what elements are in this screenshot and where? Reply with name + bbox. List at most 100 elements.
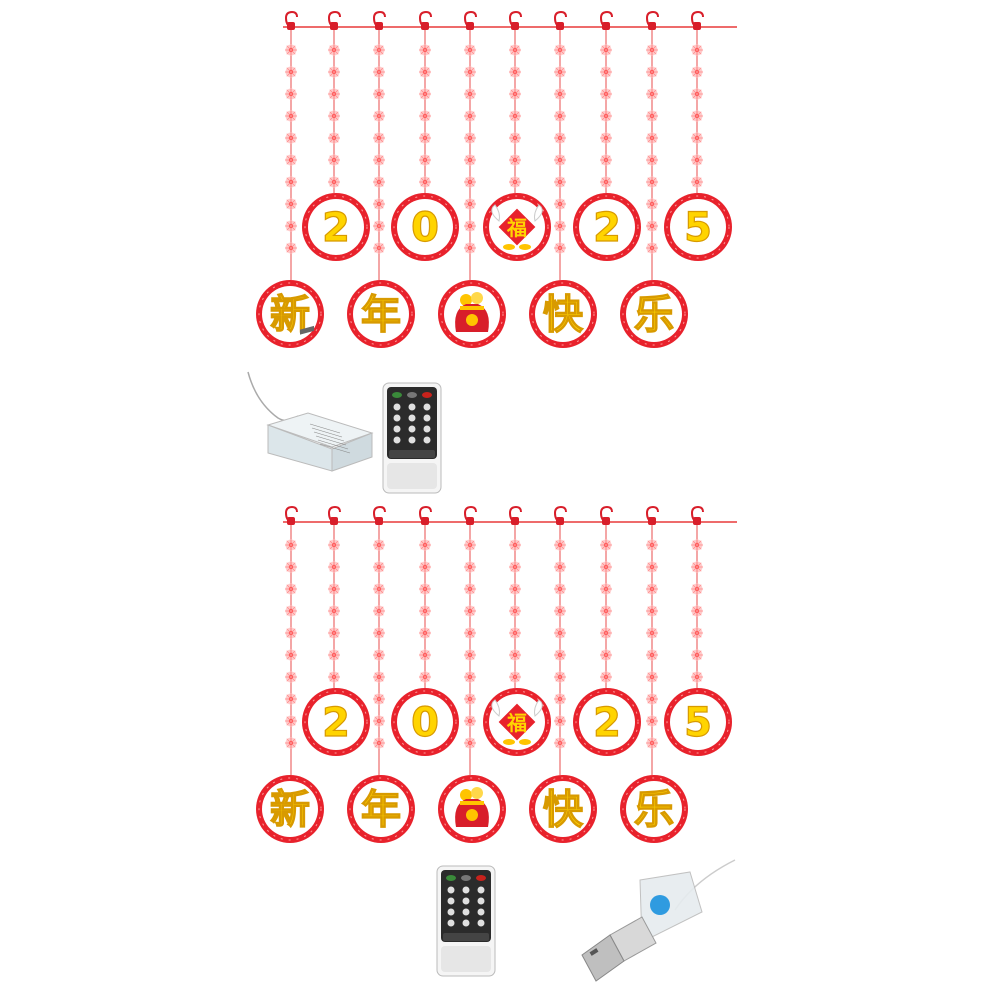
bulb-ray [286, 221, 296, 231]
wing-left [491, 699, 500, 717]
ring-ornament: 5 [664, 688, 732, 756]
bulb-ray [465, 111, 475, 121]
remote-button [423, 403, 431, 411]
remote-button [393, 425, 401, 433]
remote-button [393, 414, 401, 422]
bulb-ray [510, 584, 520, 594]
ornament-glyph: 2 [593, 700, 621, 746]
usb-plug [581, 859, 736, 982]
ornament-glyph: 年 [361, 787, 401, 833]
bulb-ray [374, 45, 384, 55]
hook-clip [648, 22, 656, 30]
bulb-ray [555, 650, 565, 660]
bulb-ray [555, 155, 565, 165]
bag-emblem [466, 314, 478, 326]
remote-button [447, 919, 455, 927]
bulb-ray [601, 650, 611, 660]
bulb-ray [510, 540, 520, 550]
bulb-ray [510, 177, 520, 187]
bulb-ray [286, 111, 296, 121]
ring-lights [622, 777, 686, 841]
ring-ornament: 年 [347, 280, 415, 348]
bulb-ray [465, 243, 475, 253]
ornament-glyph: 2 [593, 205, 621, 251]
bulb-ray [465, 67, 475, 77]
bulb-ray [465, 628, 475, 638]
bulb-ray [692, 606, 702, 616]
bulb-ray [286, 584, 296, 594]
bulb-ray [465, 540, 475, 550]
hook-clip [375, 517, 383, 525]
remote-button [407, 392, 417, 398]
hook-clip [556, 517, 564, 525]
bulb-ray [420, 89, 430, 99]
bulb-ray [465, 562, 475, 572]
bulb-ray [465, 650, 475, 660]
bulb-ray [286, 89, 296, 99]
bulb-ray [692, 45, 702, 55]
remote-button [462, 897, 470, 905]
hook-clip [287, 22, 295, 30]
bulb-ray [286, 67, 296, 77]
bulb-ray [647, 67, 657, 77]
bulb-ray [374, 540, 384, 550]
hook-clip [287, 517, 295, 525]
ring-lights [666, 195, 730, 259]
bulb-ray [286, 628, 296, 638]
ring-ornament: 0 [391, 193, 459, 261]
ornament-glyph: 2 [322, 205, 350, 251]
bulb-ray [374, 562, 384, 572]
ring-inner [579, 199, 635, 255]
ring-lights [440, 282, 504, 346]
bulb-ray [329, 133, 339, 143]
bulb-ray [692, 540, 702, 550]
bulb-ray [420, 650, 430, 660]
bulb-ray [647, 672, 657, 682]
ring-inner [262, 781, 318, 837]
bulb-ray [374, 738, 384, 748]
bulb-ray [286, 738, 296, 748]
remote-button [447, 908, 455, 916]
bulb-ray [601, 67, 611, 77]
bulb-ray [420, 672, 430, 682]
bulb-ray [465, 672, 475, 682]
bulb-ray [692, 628, 702, 638]
money-bag-ornament [438, 775, 506, 843]
money-bag-ornament [438, 280, 506, 348]
ring-inner [535, 286, 591, 342]
bulb-ray [692, 672, 702, 682]
gold-coin [460, 294, 472, 306]
box-label-text [317, 439, 349, 450]
bulb-ray [692, 177, 702, 187]
bulb-ray [692, 155, 702, 165]
bulb-ray [374, 606, 384, 616]
bulb-ray [601, 628, 611, 638]
ornament-glyph: 0 [411, 700, 439, 746]
ring-lights [440, 777, 504, 841]
bulb-ray [601, 133, 611, 143]
remote-button [423, 436, 431, 444]
bulb-ray [647, 540, 657, 550]
hook-clip [511, 22, 519, 30]
hook-clip [421, 22, 429, 30]
hook-clip [421, 517, 429, 525]
remote-button [393, 403, 401, 411]
fu-diamond [498, 703, 536, 741]
hook-clip [602, 22, 610, 30]
ring-lights [258, 777, 322, 841]
remote-button [447, 897, 455, 905]
ring-inner [397, 199, 453, 255]
bulb-ray [286, 716, 296, 726]
bulb-ray [647, 694, 657, 704]
remote-button [422, 392, 432, 398]
ornament-glyph: 2 [322, 700, 350, 746]
ring-lights [622, 282, 686, 346]
usb-slot [589, 948, 599, 956]
bulb-ray [647, 111, 657, 121]
bulb-ray [420, 584, 430, 594]
bulb-ray [601, 606, 611, 616]
bulb-ray [329, 89, 339, 99]
